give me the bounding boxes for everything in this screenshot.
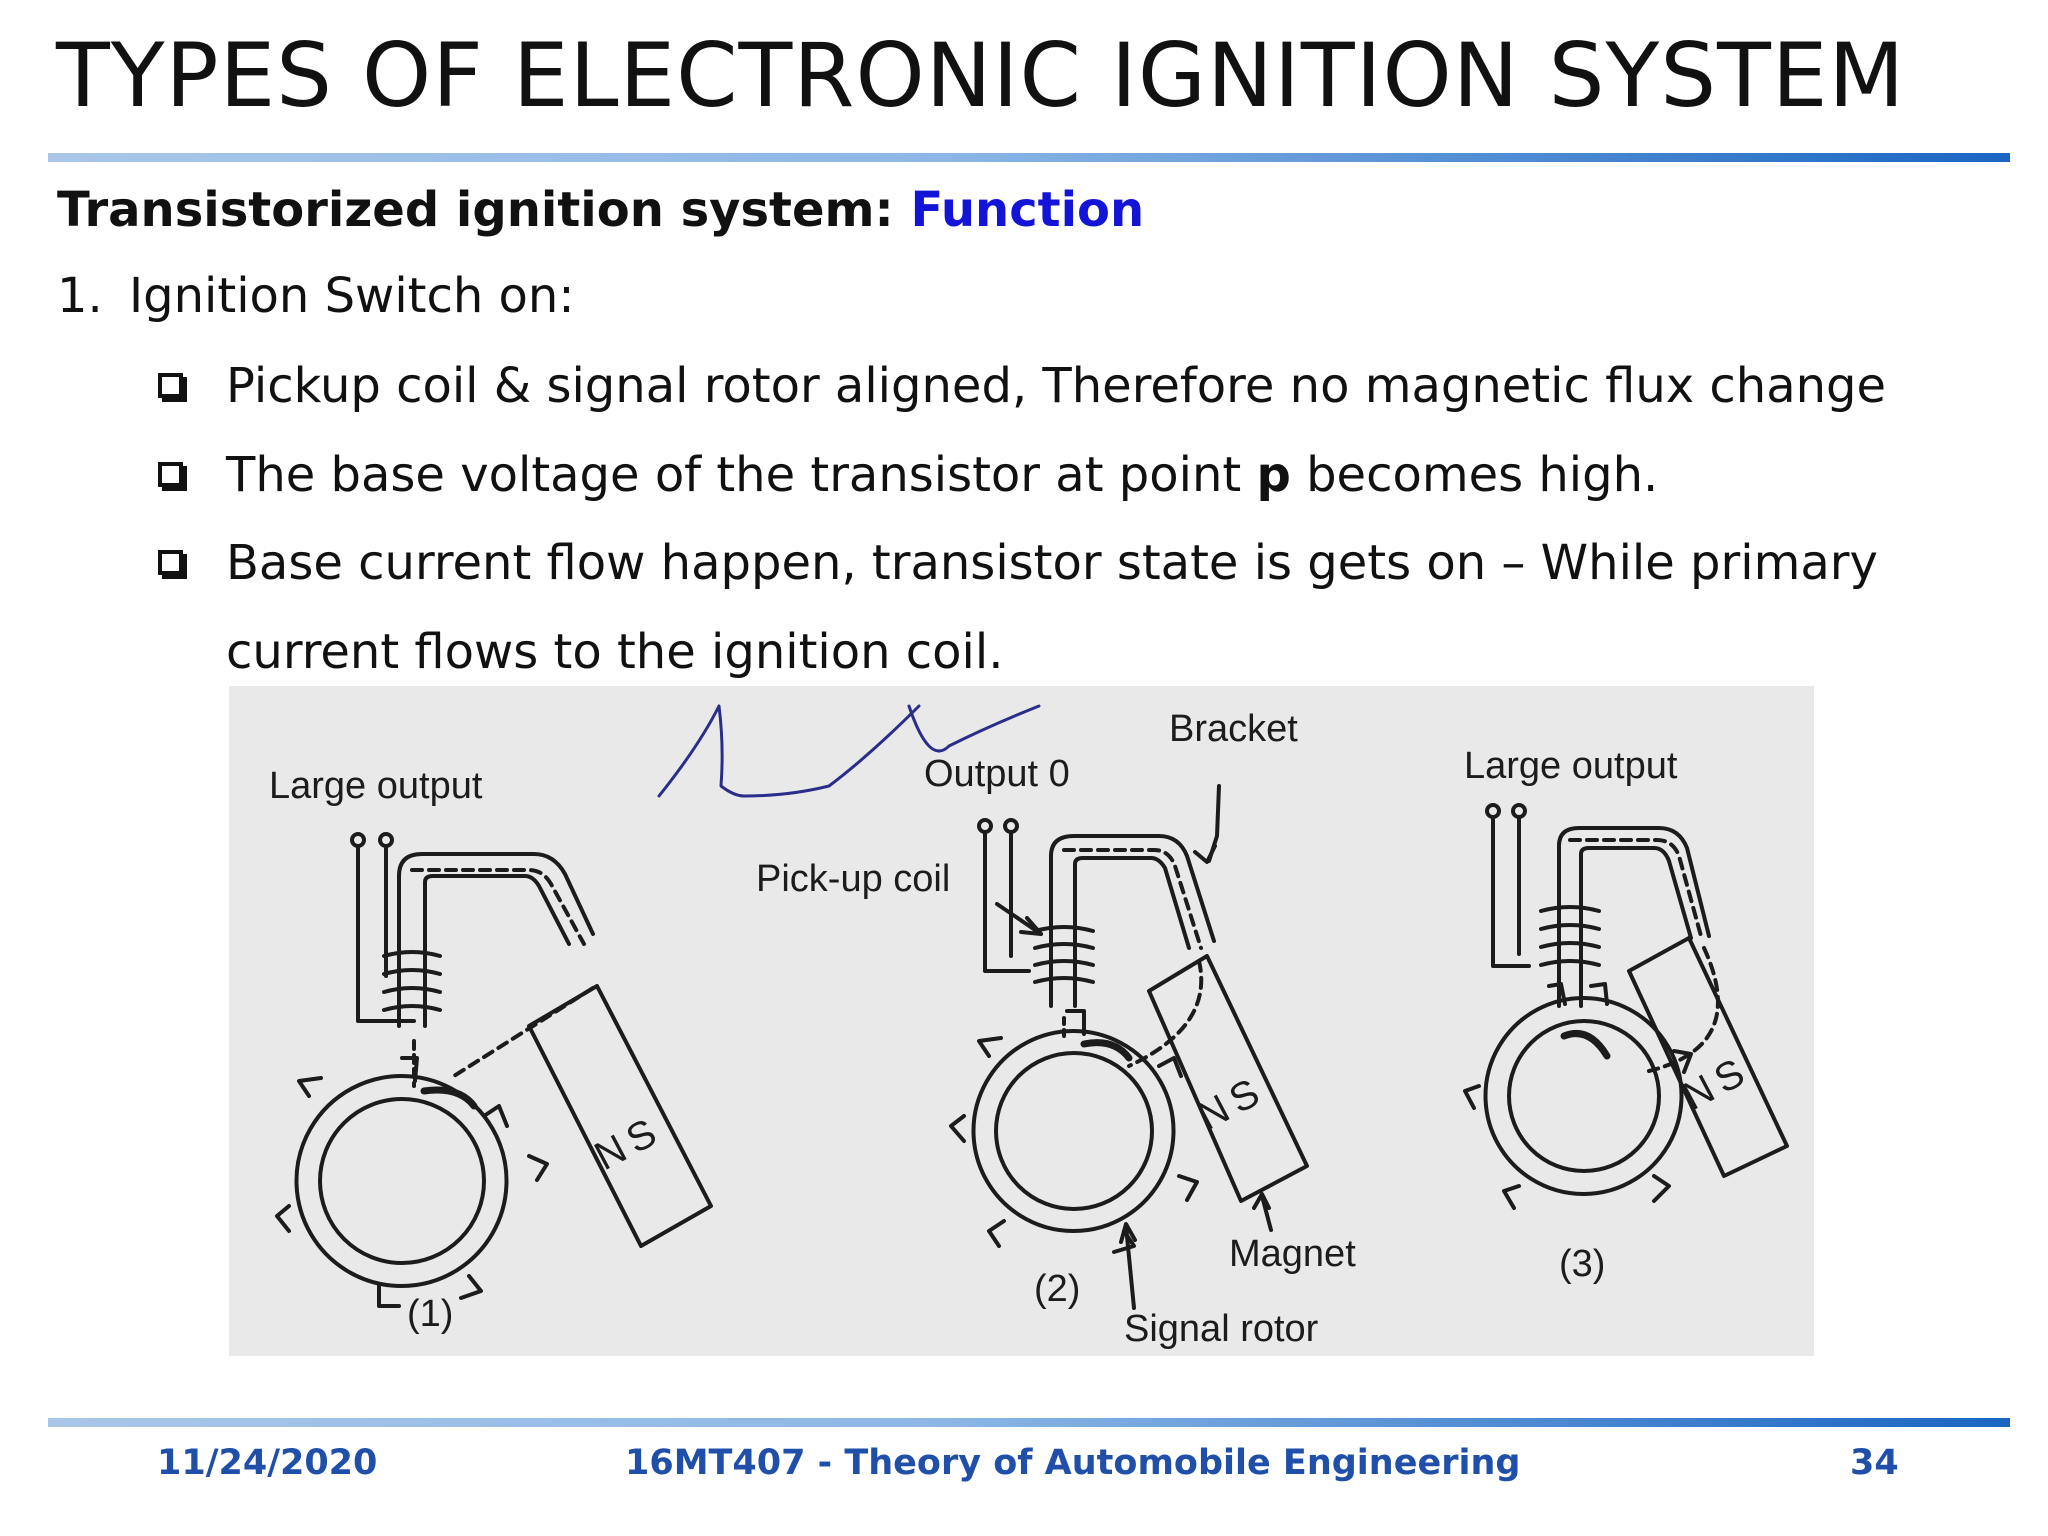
section-heading: Transistorized ignition system: Function [57, 182, 1144, 238]
numbered-item: 1. Ignition Switch on: [57, 268, 575, 324]
bullet-continuation: current flows to the ignition coil. [226, 624, 1004, 680]
label-bracket: Bracket [1169, 708, 1298, 750]
item-number: 1. [57, 268, 103, 324]
checkbox-bullet-icon [158, 373, 183, 398]
label-pickup-coil: Pick-up coil [756, 858, 950, 900]
label-output-0: Output 0 [924, 753, 1070, 795]
bullet-text-after: becomes high. [1290, 447, 1659, 503]
heading-accent: Function [910, 182, 1145, 238]
footer-date: 11/24/2020 [157, 1443, 378, 1483]
label-magnet: Magnet [1229, 1233, 1356, 1275]
label-panel-1: (1) [407, 1293, 453, 1335]
panel-3-diagram [1463, 803, 1789, 1210]
footer-course: 16MT407 - Theory of Automobile Engineeri… [625, 1443, 1521, 1483]
item-text: Ignition Switch on: [129, 268, 575, 324]
bullet-text-before: The base voltage of the transistor at po… [226, 447, 1257, 503]
label-large-output-3: Large output [1464, 745, 1678, 787]
pickup-coil-diagram: Large output Output 0 Bracket Large outp… [229, 686, 1814, 1356]
label-signal-rotor: Signal rotor [1124, 1308, 1319, 1350]
bullet-text: Base current flow happen, transistor sta… [226, 535, 1878, 591]
heading-prefix: Transistorized ignition system: [57, 182, 911, 238]
checkbox-bullet-icon [158, 462, 183, 487]
label-panel-2: (2) [1034, 1268, 1080, 1310]
footer-page-number: 34 [1850, 1443, 1899, 1483]
checkbox-bullet-icon [158, 550, 183, 575]
bullet-text: The base voltage of the transistor at po… [226, 447, 1658, 503]
title-divider [48, 153, 2010, 162]
panel-1-diagram [275, 832, 713, 1308]
bullet-text: Pickup coil & signal rotor aligned, Ther… [226, 358, 1887, 414]
label-large-output-1: Large output [269, 765, 483, 807]
panel-2-diagram [949, 784, 1309, 1310]
footer-divider [48, 1418, 2010, 1427]
label-panel-3: (3) [1559, 1243, 1605, 1285]
bullet-text-bold: p [1256, 447, 1291, 503]
slide-title: TYPES OF ELECTRONIC IGNITION SYSTEM [56, 24, 1906, 127]
